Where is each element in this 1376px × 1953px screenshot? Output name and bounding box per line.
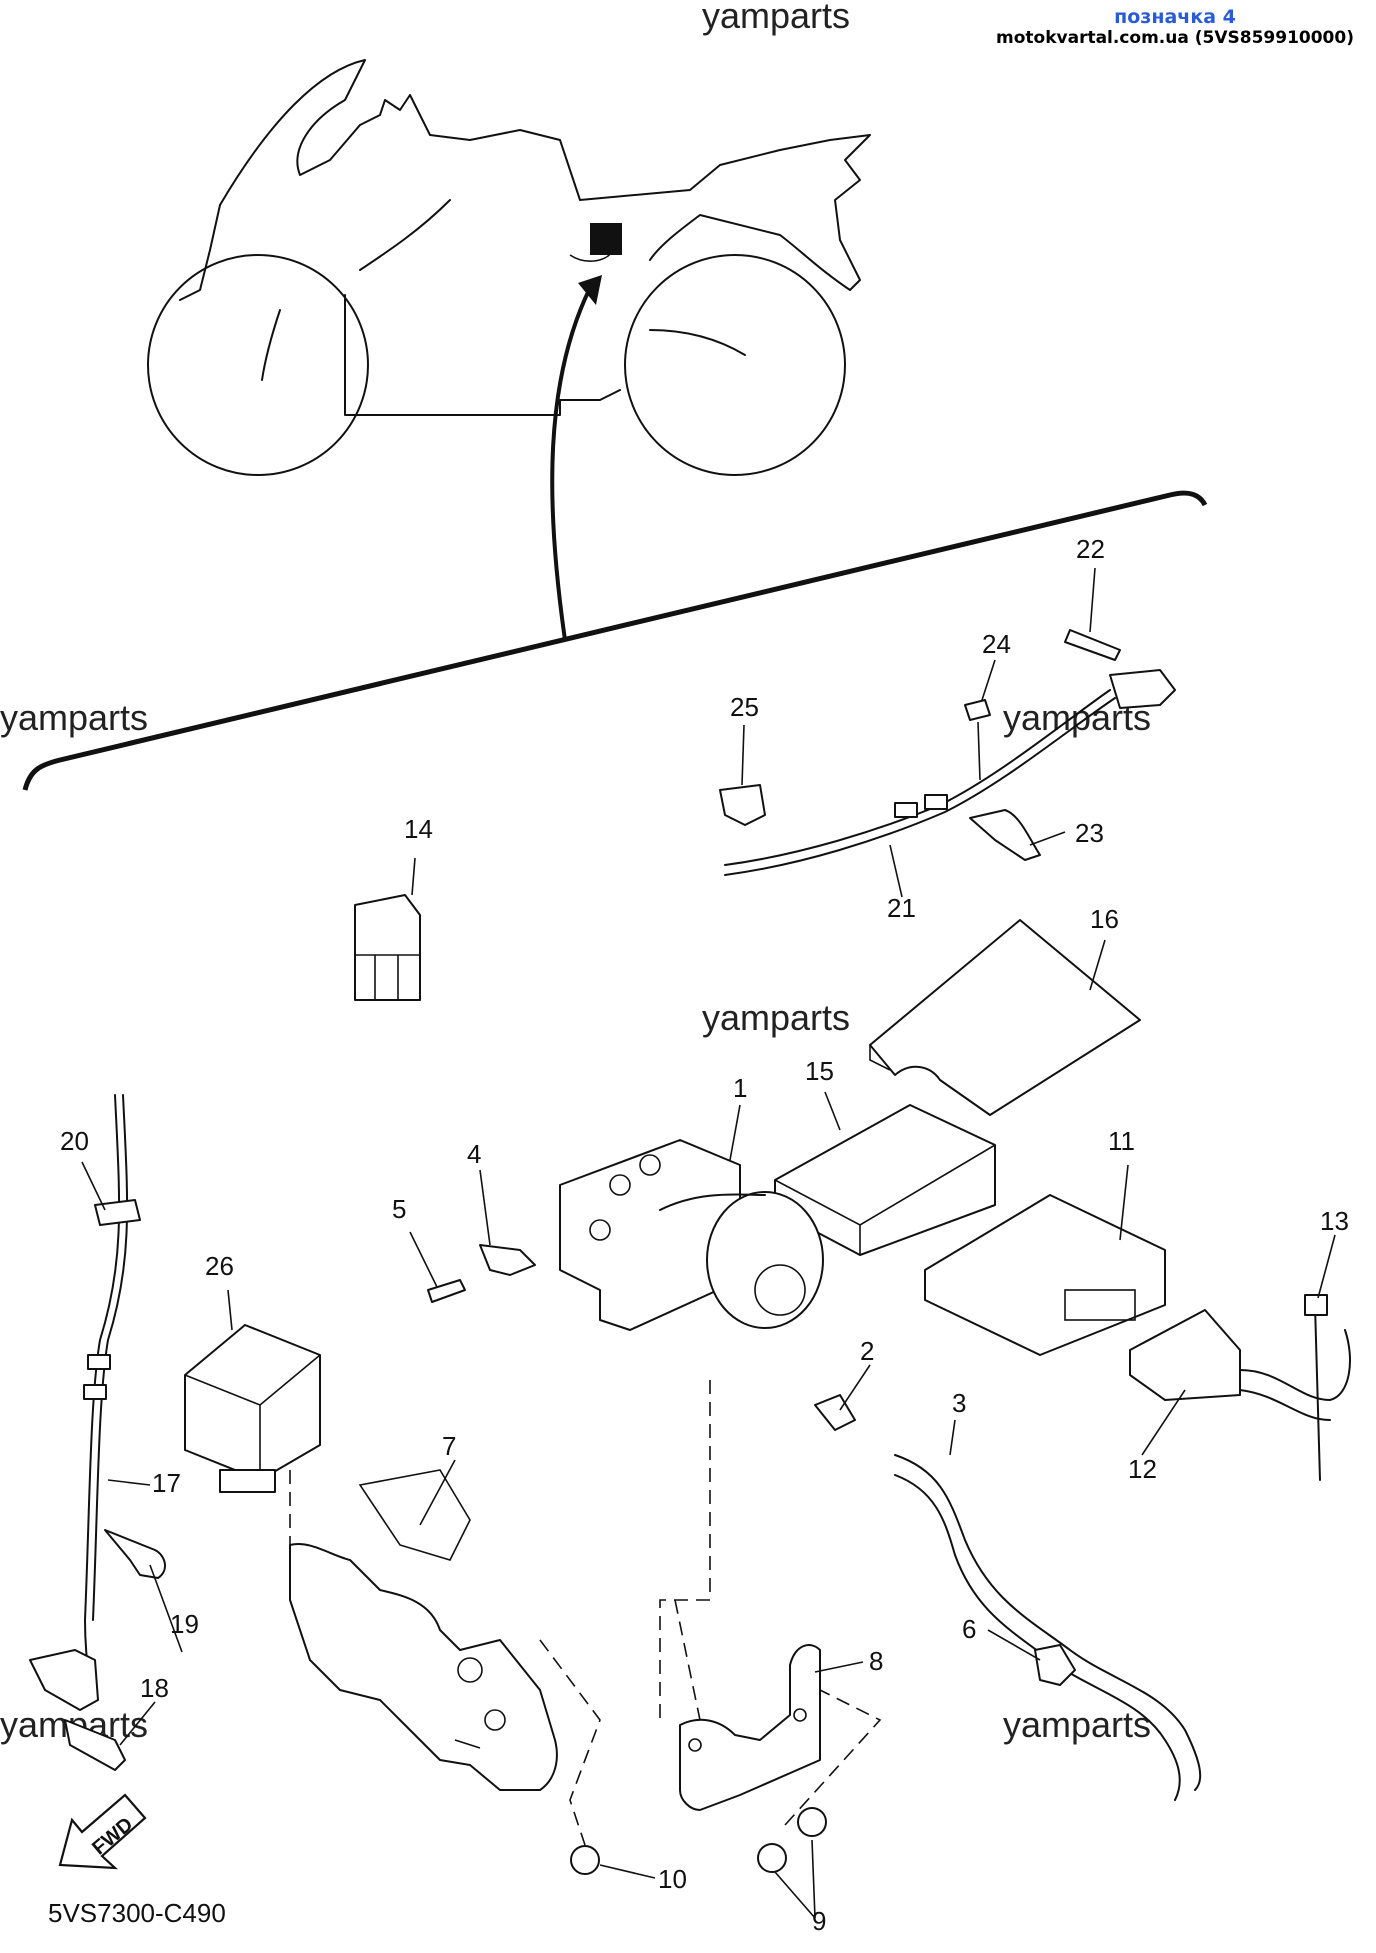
callout-8: 8 — [869, 1646, 883, 1676]
part-1-hydraulic-unit — [559, 1139, 824, 1331]
callout-6: 6 — [962, 1614, 976, 1644]
source-badge: позначка 4 motokvartal.com.ua (5VS859910… — [996, 6, 1354, 48]
callout-4: 4 — [467, 1139, 481, 1169]
callout-22: 22 — [1076, 534, 1105, 564]
part-7-bracket — [289, 1469, 558, 1791]
callout-5: 5 — [392, 1194, 406, 1224]
callout-14: 14 — [404, 814, 433, 844]
callout-numbers: 1 2 3 4 5 6 7 8 9 10 11 12 13 14 15 16 1… — [60, 534, 1349, 1936]
callout-24: 24 — [982, 629, 1011, 659]
part-12-connector — [1129, 1309, 1351, 1421]
callout-9: 9 — [812, 1906, 826, 1936]
motorcycle-outline — [147, 59, 871, 641]
part-26-relay — [184, 1324, 321, 1493]
callout-15: 15 — [805, 1056, 834, 1086]
callout-21: 21 — [887, 893, 916, 923]
fwd-arrow: FWD — [58, 1793, 147, 1870]
callout-leaders — [81, 567, 1336, 1919]
watermark: yamparts — [702, 997, 850, 1038]
part-20-clip — [94, 1199, 141, 1226]
part-19-plate — [104, 1529, 166, 1579]
watermark: yamparts — [0, 697, 148, 738]
callout-19: 19 — [170, 1609, 199, 1639]
callout-18: 18 — [140, 1673, 169, 1703]
callout-25: 25 — [730, 692, 759, 722]
callout-3: 3 — [952, 1388, 966, 1418]
part-8-bracket — [679, 1644, 821, 1811]
badge-source: motokvartal.com.ua (5VS859910000) — [996, 28, 1354, 48]
callout-1: 1 — [733, 1073, 747, 1103]
diagram-code: 5VS7300-C490 — [48, 1898, 226, 1928]
callout-10: 10 — [658, 1864, 687, 1894]
part-2-sensor — [814, 1394, 856, 1431]
watermark-layer: yamparts yamparts yamparts yamparts yamp… — [0, 0, 1151, 1745]
part-17-cable — [29, 1094, 129, 1711]
callout-7: 7 — [442, 1431, 456, 1461]
watermark: yamparts — [1003, 1704, 1151, 1745]
part-24-screw — [964, 699, 991, 781]
part-9-nuts — [757, 1807, 827, 1873]
part-14-relay — [354, 894, 421, 1001]
part-10-nut — [570, 1845, 600, 1875]
callout-17: 17 — [152, 1468, 181, 1498]
divider-line — [22, 490, 1208, 791]
watermark: yamparts — [702, 0, 850, 36]
part-4-bracket — [479, 1244, 536, 1276]
part-16-cover — [869, 919, 1141, 1116]
callout-11: 11 — [1108, 1126, 1135, 1156]
part-22-bolt — [1064, 629, 1121, 661]
part-25-clip — [719, 784, 766, 826]
part-21-cable — [724, 669, 1176, 876]
callout-2: 2 — [860, 1336, 874, 1366]
callout-16: 16 — [1090, 904, 1119, 934]
part-5-bolt — [427, 1279, 466, 1303]
part-3-hose — [894, 1454, 1202, 1801]
callout-12: 12 — [1128, 1454, 1157, 1484]
part-18-bolt — [64, 1719, 126, 1771]
callout-13: 13 — [1320, 1206, 1349, 1236]
callout-23: 23 — [1075, 818, 1104, 848]
part-13-cable-tie — [1304, 1294, 1328, 1481]
part-6-clamp — [1034, 1644, 1076, 1686]
part-23-bracket — [969, 809, 1041, 861]
part-11-control-unit — [924, 1194, 1166, 1356]
badge-label: позначка 4 — [1114, 6, 1236, 28]
callout-20: 20 — [60, 1126, 89, 1156]
assembly-guides — [289, 1380, 882, 1846]
callout-26: 26 — [205, 1251, 234, 1281]
